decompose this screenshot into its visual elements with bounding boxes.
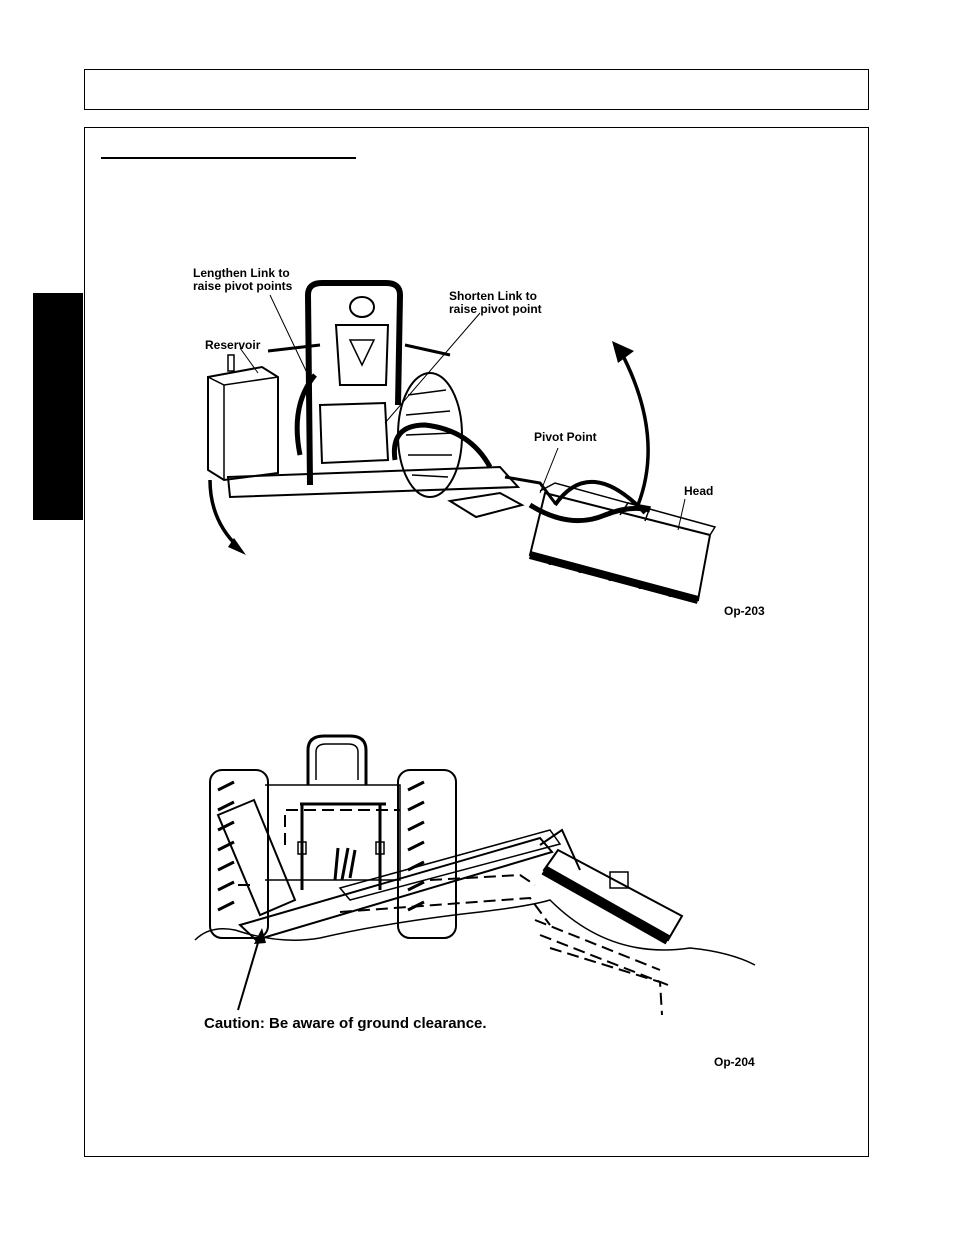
- operator-head: [350, 297, 374, 317]
- frame-beam: [228, 467, 518, 497]
- hydraulic-hoses: [297, 375, 650, 521]
- frame-beam-tilted: [240, 838, 552, 940]
- figure-op-204: Caution: Be aware of ground clearance. O…: [190, 730, 770, 1075]
- label-lengthen-link-1: Lengthen Link to: [193, 266, 290, 280]
- label-reservoir: Reservoir: [205, 338, 261, 352]
- label-head: Head: [684, 484, 713, 498]
- raise-arrow: [620, 350, 648, 505]
- operator-body: [336, 325, 388, 385]
- label-lengthen-link-2: raise pivot points: [193, 279, 293, 293]
- lower-arrow: [210, 480, 238, 547]
- figure-code-op-203: Op-203: [724, 604, 765, 618]
- caution-arrow: [238, 936, 260, 1010]
- reservoir-tank: [208, 367, 278, 480]
- mower-head-slope: [544, 850, 682, 940]
- label-shorten-link-2: raise pivot point: [449, 302, 542, 316]
- valve-block: [320, 403, 388, 463]
- header-box: [84, 69, 869, 110]
- section-heading-rule: [101, 157, 356, 159]
- figure-code-op-204: Op-204: [714, 1055, 755, 1069]
- label-pivot-point: Pivot Point: [534, 430, 597, 444]
- reservoir-tilted: [218, 800, 295, 915]
- figure-op-203: Lengthen Link to raise pivot points Shor…: [150, 255, 790, 635]
- section-side-tab: [33, 293, 83, 520]
- right-tire: [398, 770, 456, 938]
- label-shorten-link-1: Shorten Link to: [449, 289, 537, 303]
- caution-text: Caution: Be aware of ground clearance.: [204, 1015, 487, 1032]
